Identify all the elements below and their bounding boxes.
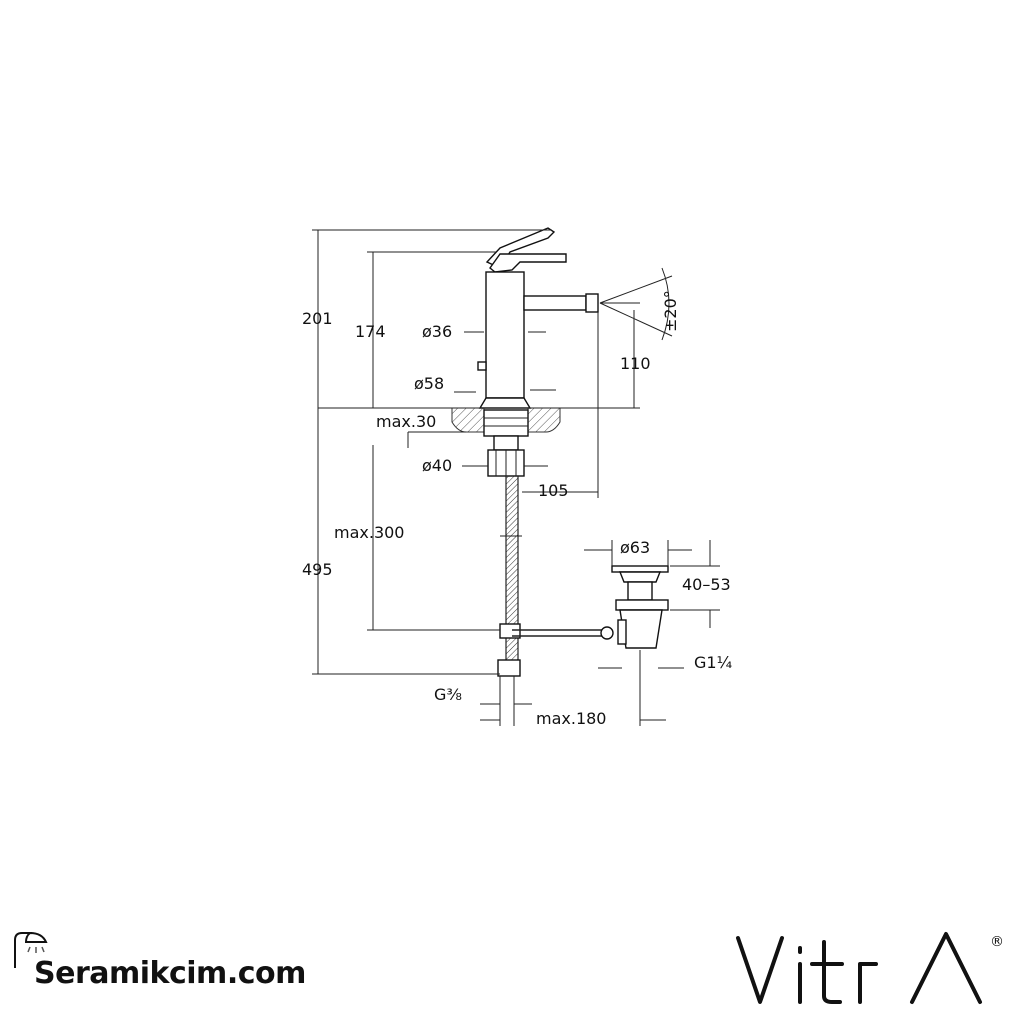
dim-body-diameter: ø36 bbox=[422, 322, 452, 341]
dim-max-rod: max.180 bbox=[536, 709, 606, 728]
spout bbox=[523, 295, 587, 311]
dim-spout-angle: ±20° bbox=[661, 290, 680, 332]
pop-up-knob bbox=[477, 361, 487, 371]
dim-base-diameter: ø58 bbox=[414, 374, 444, 393]
dimension-labels: 201 174 ø36 ø58 max.30 ø40 105 110 ±20° … bbox=[302, 290, 732, 728]
spout-aerator bbox=[585, 293, 599, 313]
dim-spout-reach: 105 bbox=[538, 481, 569, 500]
flexible-hose bbox=[497, 475, 522, 677]
hose-connector bbox=[497, 659, 521, 677]
dim-shank-diameter: ø40 bbox=[422, 456, 452, 475]
vitra-logo: ® bbox=[736, 932, 1004, 1004]
dim-body-height: 174 bbox=[355, 322, 386, 341]
dim-inlet-thread: G⅜ bbox=[434, 685, 462, 704]
dim-waste-diameter: ø63 bbox=[620, 538, 650, 557]
dim-max-hose: max.300 bbox=[334, 523, 404, 542]
shower-head-icon bbox=[14, 931, 48, 968]
dim-total-depth: 495 bbox=[302, 560, 333, 579]
dim-total-height: 201 bbox=[302, 309, 333, 328]
dim-max-deck: max.30 bbox=[376, 412, 436, 431]
registered-mark: ® bbox=[990, 934, 1004, 950]
pop-up-waste bbox=[512, 565, 669, 649]
watermark-text: Seramikcim.com bbox=[34, 956, 306, 991]
deck-section bbox=[318, 407, 640, 433]
dim-spout-height: 110 bbox=[620, 354, 651, 373]
faucet-body bbox=[477, 227, 599, 409]
dimension-lines bbox=[312, 229, 720, 726]
dim-waste-range: 40–53 bbox=[682, 575, 731, 594]
dim-waste-thread: G1¼ bbox=[694, 653, 732, 672]
watermark bbox=[12, 930, 58, 974]
mounting-shank bbox=[483, 409, 529, 477]
